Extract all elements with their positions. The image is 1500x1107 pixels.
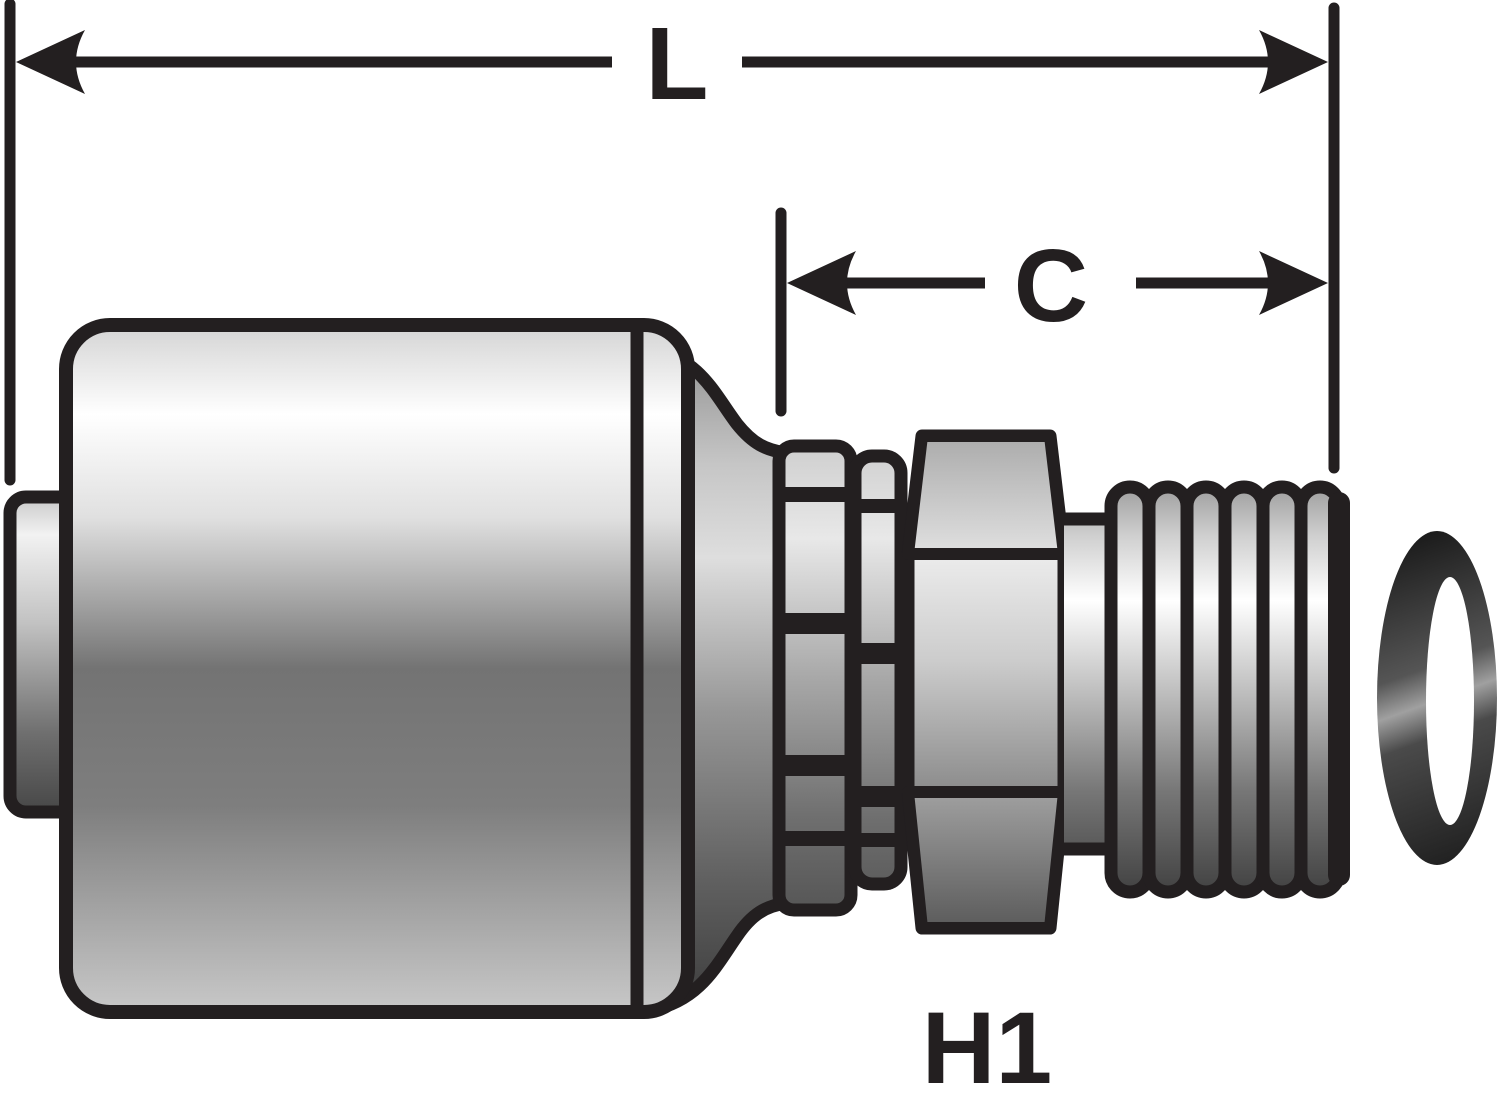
dimension-L: [4, 0, 1340, 486]
arrowhead-left-icon: [787, 251, 856, 315]
hex-nut-bottom-facet: [902, 786, 1070, 934]
collar-ring-2: [848, 449, 908, 891]
collar-rings: [772, 439, 908, 917]
thread-end-face: [1328, 492, 1350, 886]
shell-body: [59, 318, 695, 1019]
collar-ring-1-grooves: [774, 487, 856, 846]
cutoff-dimension-label: C: [1014, 228, 1088, 343]
hex-nut-top-facet: [902, 430, 1070, 560]
threaded-stud: [1064, 480, 1350, 899]
arrowhead-right-icon: [1259, 251, 1328, 315]
crimp-shell: [59, 318, 695, 1019]
dimension-C: [775, 207, 1328, 417]
part-code-label: H1: [922, 991, 1052, 1105]
arrowhead-right-icon: [1259, 30, 1328, 94]
o-ring: [1377, 531, 1497, 865]
collar-ring-2-grooves: [850, 499, 906, 847]
thread-coils: [1104, 480, 1346, 899]
o-ring-hole: [1426, 577, 1474, 825]
arrowhead-left-icon: [16, 30, 85, 94]
length-dimension-label: L: [646, 6, 709, 121]
hex-nut: [901, 429, 1071, 935]
